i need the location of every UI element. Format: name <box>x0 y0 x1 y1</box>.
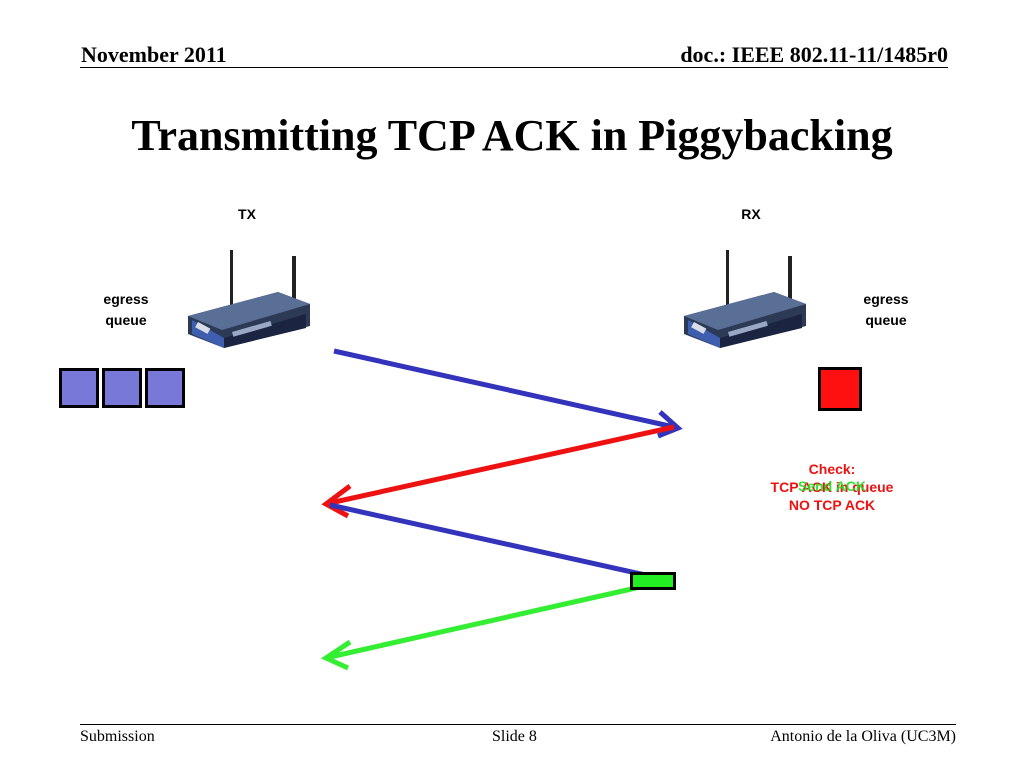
slide-title: Transmitting TCP ACK in Piggybacking <box>131 111 893 160</box>
arrow-ack-return <box>329 585 637 660</box>
egress-queue-right-label: egress queue <box>850 289 922 331</box>
check-line-2: TCP ACK in queue <box>770 479 894 495</box>
footer-slide-number: Slide 8 <box>492 728 537 745</box>
rx-router-icon <box>684 250 806 348</box>
egress-left-line1: egress <box>103 291 149 307</box>
arrow-head-rx <box>657 410 683 439</box>
arrow-tx-to-rx <box>333 348 675 430</box>
footer-submission: Submission <box>80 728 155 745</box>
footer-author: Antonio de la Oliva (UC3M) <box>770 728 956 745</box>
rx-queue-packet <box>818 367 862 411</box>
egress-left-line2: queue <box>105 312 147 328</box>
check-line-3: NO TCP ACK <box>788 497 876 513</box>
tx-queue-slot-1 <box>59 368 99 408</box>
footer-divider <box>80 724 956 725</box>
tx-queue-slot-2 <box>102 368 142 408</box>
check-annotation: Check: TCP ACK in queue NO TCP ACK <box>742 460 922 514</box>
arrow-head-ack <box>320 639 352 671</box>
arrow-rx-to-tx-data <box>329 424 675 506</box>
egress-right-line2: queue <box>865 312 907 328</box>
rx-label: RX <box>741 206 761 222</box>
egress-queue-left-label: egress queue <box>90 289 162 331</box>
send-ack-label: Send ACK <box>798 478 866 494</box>
arrow-tx-to-rx-second <box>329 502 651 579</box>
arrow-head-tx <box>321 484 352 519</box>
check-line-1: Check: <box>808 461 856 477</box>
tx-label: TX <box>238 206 256 222</box>
header-divider <box>80 67 948 68</box>
tx-queue-slot-3 <box>145 368 185 408</box>
header-date: November 2011 <box>81 42 227 67</box>
tx-router-icon <box>188 250 310 348</box>
tcp-ack-packet <box>630 572 676 590</box>
header-doc-id: doc.: IEEE 802.11-11/1485r0 <box>680 42 948 67</box>
egress-right-line1: egress <box>863 291 909 307</box>
